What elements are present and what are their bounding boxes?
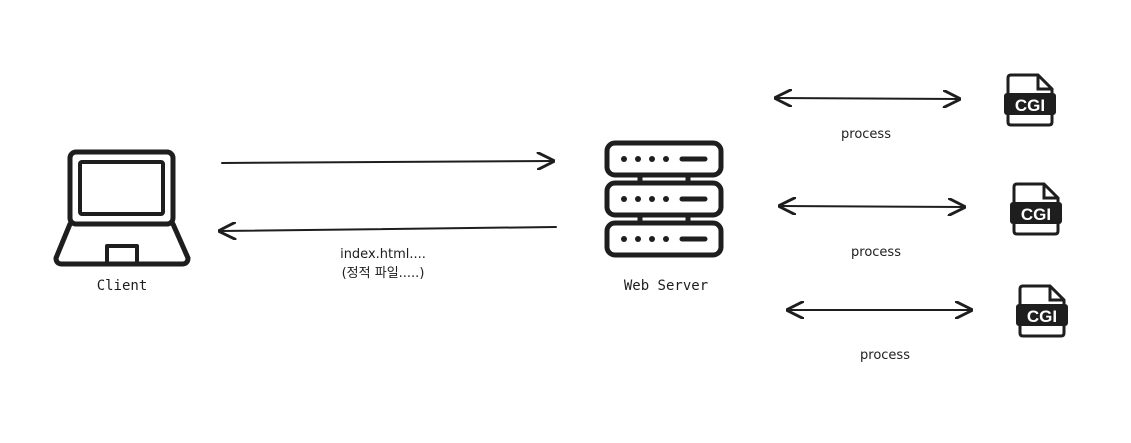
process-arrow-1	[776, 98, 959, 99]
cgi-file-icon: CGI	[1004, 73, 1056, 127]
process-label-3: process	[860, 348, 910, 363]
laptop-icon	[53, 149, 191, 267]
cgi-file-icon: CGI	[1010, 182, 1062, 236]
response-label-line2: (정적 파일.....)	[342, 266, 425, 281]
server-icon	[604, 140, 724, 258]
svg-text:CGI: CGI	[1015, 96, 1045, 115]
process-label-2: process	[851, 245, 901, 260]
process-label-1: process	[841, 127, 891, 142]
svg-text:CGI: CGI	[1021, 205, 1051, 224]
response-arrow	[220, 227, 557, 231]
svg-text:CGI: CGI	[1027, 307, 1057, 326]
server-label: Web Server	[624, 278, 708, 294]
client-label: Client	[97, 278, 148, 294]
cgi-file-icon: CGI	[1016, 284, 1068, 338]
request-arrow	[221, 161, 553, 163]
response-label-line1: index.html....	[340, 247, 426, 262]
process-arrow-2	[780, 206, 964, 207]
